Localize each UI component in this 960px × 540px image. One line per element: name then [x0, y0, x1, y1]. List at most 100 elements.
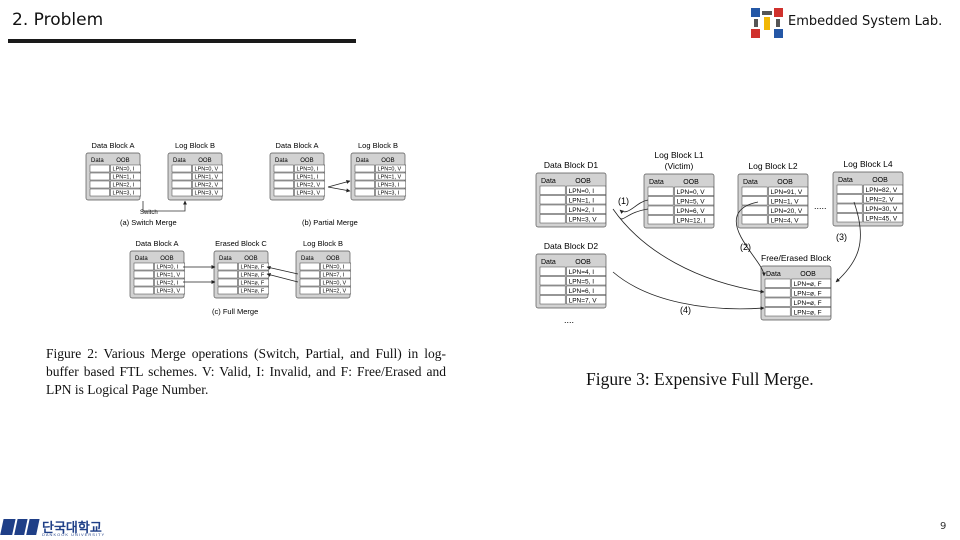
free-erased-oob-cell-2 [791, 297, 832, 307]
full-erased-c-oob-2: LPN=ø, F [241, 281, 265, 287]
step-1: (1) [618, 196, 629, 206]
partial-data-a-title: Data Block A [276, 141, 319, 150]
d1-col-oob: OOB [575, 178, 591, 185]
partial-log-b-oob-2: LPN=3, I [378, 183, 400, 189]
partial-data-a-page-1 [273, 172, 294, 181]
switch-log-b-page-1 [171, 172, 192, 181]
university-subtitle: DANKOOK UNIVERSITY [42, 532, 106, 537]
l1-oob-cell-0 [674, 186, 715, 196]
d2-oob-cell-0 [566, 266, 607, 276]
full-erased-c-col-data: Data [219, 256, 232, 262]
l1-page-3 [647, 215, 674, 225]
lab-name: Embedded System Lab. [788, 14, 943, 29]
switch-merge-caption: (a) Switch Merge [120, 218, 177, 227]
full-log-b-oob-cell-3 [320, 286, 352, 295]
partial-log-b-col-oob: OOB [381, 158, 394, 164]
l2-oob-0: LPN=91, V [771, 189, 803, 196]
partial-data-a-col-oob: OOB [300, 158, 313, 164]
partial-data-a-page-0 [273, 164, 294, 173]
l4-col-data: Data [838, 177, 853, 184]
full-log-b-page-3 [299, 286, 320, 295]
switch-log-b-page-0 [171, 164, 192, 173]
partial-data-a-oob-2: LPN=2, V [297, 183, 321, 189]
partial-log-b-oob-cell-0 [375, 164, 407, 173]
full-data-a-title: Data Block A [136, 239, 179, 248]
free-erased-page-1 [764, 288, 791, 298]
full-erased-c-oob-cell-3 [238, 286, 270, 295]
l4-page-2 [836, 203, 863, 213]
full-merge-caption: (c) Full Merge [212, 307, 258, 316]
full-log-b-oob-cell-0 [320, 262, 352, 271]
switch-log-b-oob-cell-3 [192, 188, 224, 197]
switch-log-b-col-data: Data [173, 158, 186, 164]
l4-oob-3: LPN=45, V [866, 216, 898, 223]
switch-data-a-oob-cell-3 [110, 188, 142, 197]
switch-data-a-page-3 [89, 188, 110, 197]
switch-data-a-col-data: Data [91, 158, 104, 164]
partial-log-b-page-3 [354, 188, 375, 197]
l2-oob-cell-1 [768, 196, 809, 206]
d1-col-data: Data [541, 178, 556, 185]
full-erased-c-oob-3: LPN=ø, F [241, 289, 265, 295]
switch-log-b-oob-cell-0 [192, 164, 224, 173]
full-data-a-oob-cell-3 [154, 286, 186, 295]
l1-title: Log Block L1 [654, 150, 703, 160]
university-name: 단국대학교 [42, 521, 102, 536]
partial-log-b-page-1 [354, 172, 375, 181]
full-log-b-page-0 [299, 262, 320, 271]
d2-page-0 [539, 266, 566, 276]
d1-page-0 [539, 185, 566, 195]
l4-oob-2: LPN=30, V [866, 206, 898, 213]
figure3-caption: Figure 3: Expensive Full Merge. [586, 369, 814, 389]
full-erased-c-title: Erased Block C [215, 239, 267, 248]
d1-oob-0: LPN=0, I [569, 188, 595, 195]
full-erased-c-oob-cell-2 [238, 278, 270, 287]
partial-log-b-col-data: Data [356, 158, 369, 164]
l2-col-data: Data [743, 179, 758, 186]
full-data-a-oob-cell-0 [154, 262, 186, 271]
l4-col-oob: OOB [872, 177, 888, 184]
d1-oob-cell-1 [566, 195, 607, 205]
partial-data-a-oob-1: LPN=1, I [297, 175, 319, 181]
switch-log-b-page-3 [171, 188, 192, 197]
switch-log-b-oob-cell-2 [192, 180, 224, 189]
l2-col-oob: OOB [777, 179, 793, 186]
l2-oob-cell-0 [768, 186, 809, 196]
free-erased-oob-cell-1 [791, 288, 832, 298]
l2-oob-cell-3 [768, 215, 809, 225]
full-log-b-title: Log Block B [303, 239, 343, 248]
switch-data-a-col-oob: OOB [116, 158, 129, 164]
switch-log-b-title: Log Block B [175, 141, 215, 150]
switch-log-b-col-oob: OOB [198, 158, 211, 164]
free-erased-col-data: Data [766, 271, 781, 278]
d1-page-3 [539, 214, 566, 224]
l2-oob-2: LPN=20, V [771, 208, 803, 215]
l2-page-0 [741, 186, 768, 196]
partial-log-b-oob-1: LPN=1, V [378, 175, 402, 181]
free-erased-page-2 [764, 297, 791, 307]
full-data-a-page-2 [133, 278, 154, 287]
ellipsis-log: ..... [814, 201, 827, 211]
d2-page-2 [539, 285, 566, 295]
partial-log-b-oob-0: LPN=0, V [378, 167, 402, 173]
l1-oob-cell-1 [674, 196, 715, 206]
d2-page-3 [539, 295, 566, 305]
l1-col-data: Data [649, 179, 664, 186]
switch-data-a-oob-1: LPN=1, I [113, 175, 135, 181]
ellipsis-data: .... [564, 315, 574, 325]
free-erased-page-3 [764, 307, 791, 317]
l2-oob-cell-2 [768, 205, 809, 215]
switch-data-a-oob-3: LPN=3, I [113, 191, 135, 197]
d2-oob-cell-3 [566, 295, 607, 305]
full-erased-c-page-3 [217, 286, 238, 295]
step-2: (2) [740, 242, 751, 252]
partial-log-b-title: Log Block B [358, 141, 398, 150]
switch-log-b-oob-0: LPN=0, V [195, 167, 219, 173]
